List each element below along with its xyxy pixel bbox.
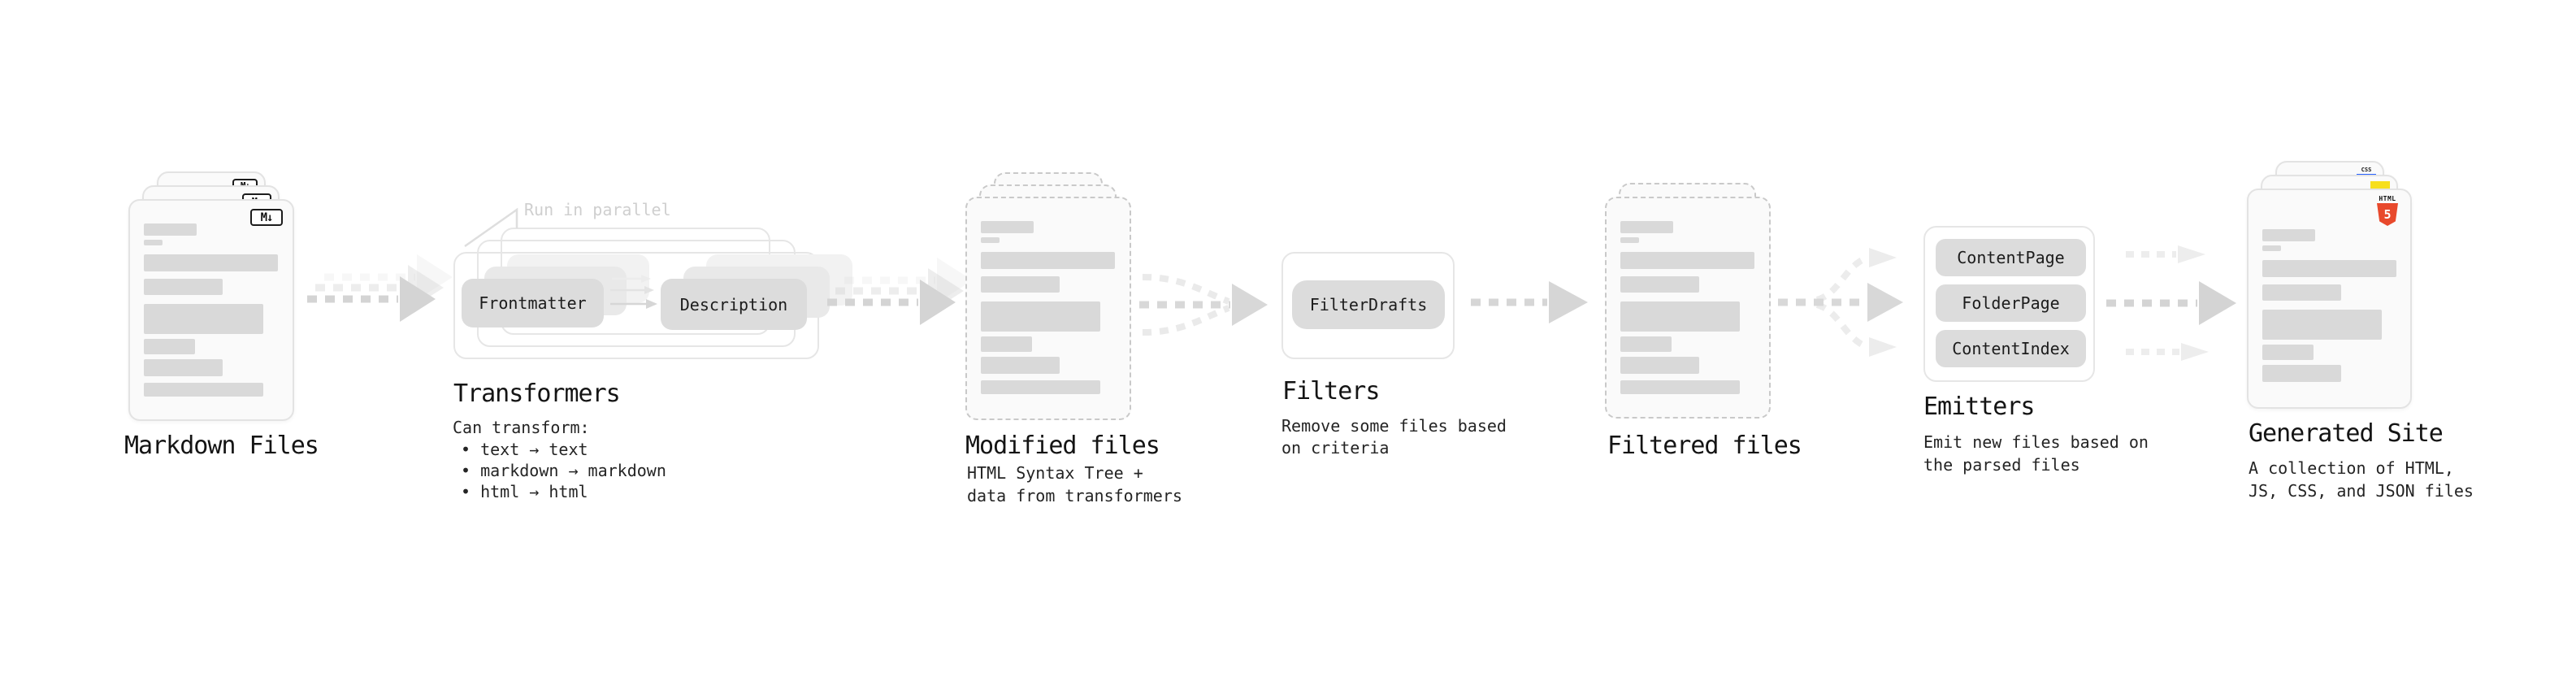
filter-box-filterdrafts: FilterDrafts [1292, 280, 1445, 329]
flow-arrow [1471, 281, 1588, 323]
html5-icon-label: HTML [2379, 195, 2396, 202]
text-placeholder-bar [981, 237, 1000, 243]
stage-title: Emitters [1923, 393, 2035, 421]
filters-container [1281, 252, 1455, 359]
file-card [1605, 197, 1771, 419]
stage-title: Transformers [453, 380, 621, 408]
text-placeholder-bar [2262, 229, 2315, 241]
stage-title: Modified files [965, 432, 1160, 460]
html5-icon-shield: 5 [2377, 203, 2398, 226]
filtered-files-stack [1605, 169, 1771, 421]
transformers-cluster: Frontmatter Description [453, 206, 852, 360]
text-placeholder-bar [144, 339, 195, 354]
flow-arrow-split [1778, 248, 1903, 357]
stage-description-line: Can transform: [453, 418, 590, 437]
transformer-box-description: Description [661, 279, 807, 330]
flow-arrow [827, 258, 973, 325]
text-placeholder-bar [981, 276, 1060, 293]
text-placeholder-bar [144, 240, 163, 245]
html5-icon: HTML 5 [2374, 195, 2400, 226]
emitter-box-contentpage: ContentPage [1936, 239, 2086, 276]
transform-bullet: • html → html [461, 482, 588, 501]
file-card: M↓ [128, 199, 294, 421]
text-placeholder-bar [144, 279, 223, 295]
stage-title: Filtered files [1607, 432, 1802, 460]
stage-description-line: HTML Syntax Tree + [967, 463, 1143, 483]
modified-files-stack [965, 172, 1131, 424]
stage-description-line: the parsed files [1923, 455, 2080, 475]
markdown-icon: M↓ [250, 209, 283, 226]
transformer-box-frontmatter: Frontmatter [462, 279, 604, 327]
text-placeholder-bar [2262, 365, 2341, 382]
text-placeholder-bar [981, 252, 1115, 269]
text-placeholder-bar [144, 359, 223, 376]
text-placeholder-bar [144, 383, 263, 397]
callout-leader-line [464, 207, 518, 248]
text-placeholder-bar [981, 357, 1060, 374]
text-placeholder-bar [1620, 276, 1699, 293]
stage-description-line: data from transformers [967, 486, 1182, 505]
text-placeholder-bar [1620, 336, 1672, 352]
flow-arrow-triple [2106, 245, 2236, 361]
generated-site-stack: CSS HTML 5 [2247, 161, 2413, 413]
text-placeholder-bar [144, 304, 263, 334]
stage-description-line: Emit new files based on [1923, 432, 2149, 452]
css-icon-label: CSS [2361, 167, 2372, 173]
text-placeholder-bar [1620, 237, 1639, 243]
text-placeholder-bar [981, 336, 1032, 352]
text-placeholder-bar [2262, 345, 2314, 360]
run-in-parallel-callout: Run in parallel [524, 200, 671, 219]
text-placeholder-bar [1620, 252, 1754, 269]
emitters-container: ContentPage FolderPage ContentIndex [1923, 226, 2095, 382]
file-content-placeholder [1607, 198, 1769, 394]
flow-arrow [307, 254, 453, 322]
emitter-box-contentindex: ContentIndex [1936, 330, 2086, 367]
stage-title: Filters [1282, 377, 1380, 406]
stage-description-line: on criteria [1281, 438, 1390, 458]
text-placeholder-bar [1620, 301, 1740, 332]
file-card: HTML 5 [2247, 189, 2412, 409]
transform-bullet: • markdown → markdown [461, 461, 666, 480]
text-placeholder-bar [144, 254, 278, 271]
text-placeholder-bar [1620, 380, 1740, 394]
file-content-placeholder [130, 201, 293, 397]
text-placeholder-bar [1620, 357, 1699, 374]
text-placeholder-bar [2262, 260, 2396, 277]
stage-title: Markdown Files [124, 432, 319, 460]
stage-title: Generated Site [2249, 419, 2444, 448]
text-placeholder-bar [2262, 284, 2341, 301]
parallel-arrows-icon [610, 275, 657, 309]
transform-bullet: • text → text [461, 440, 588, 459]
text-placeholder-bar [981, 301, 1100, 332]
html5-icon-number: 5 [2383, 207, 2392, 222]
stage-description-line: A collection of HTML, [2249, 458, 2454, 478]
stage-description-line: Remove some files based [1281, 416, 1507, 436]
text-placeholder-bar [2262, 310, 2382, 340]
text-placeholder-bar [981, 221, 1034, 233]
file-content-placeholder [2249, 190, 2410, 382]
flow-arrow-merge [1139, 274, 1268, 336]
text-placeholder-bar [2262, 245, 2281, 251]
file-card [965, 197, 1131, 420]
markdown-files-stack: M↓ M↓ M↓ [128, 171, 294, 423]
text-placeholder-bar [981, 380, 1100, 394]
text-placeholder-bar [1620, 221, 1673, 233]
text-placeholder-bar [144, 223, 197, 236]
emitter-box-folderpage: FolderPage [1936, 284, 2086, 322]
file-content-placeholder [967, 198, 1130, 394]
stage-description-line: JS, CSS, and JSON files [2249, 481, 2474, 501]
